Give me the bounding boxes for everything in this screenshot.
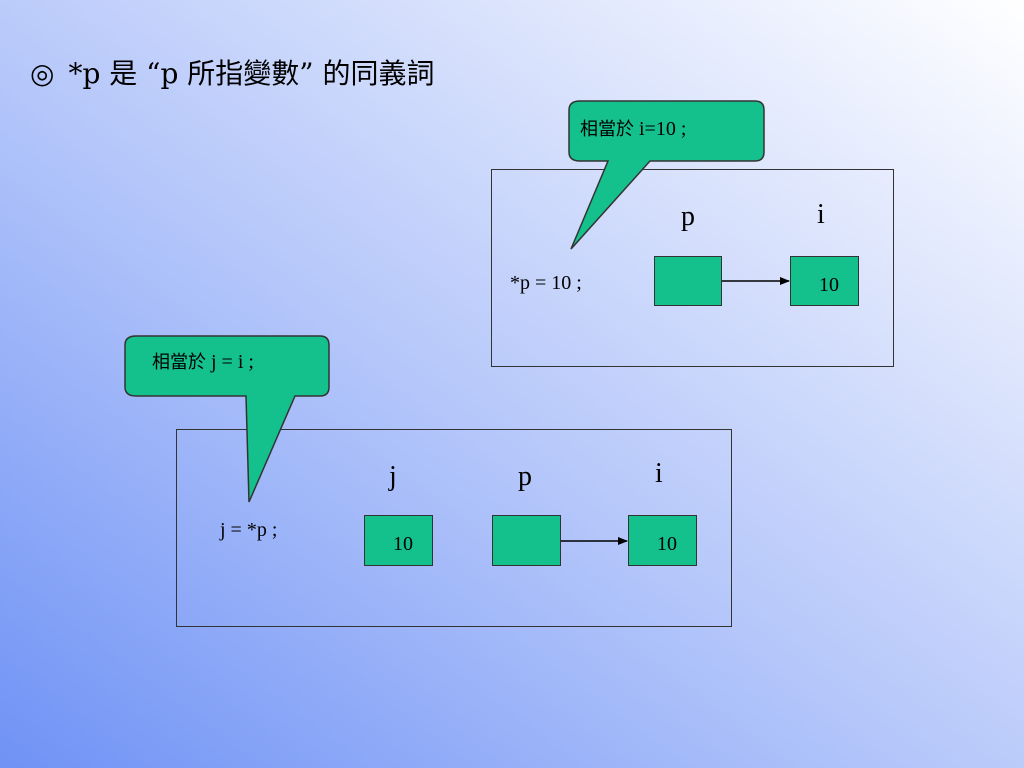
var-label-j-bottom: j (389, 461, 397, 492)
value-i-bottom: 10 (657, 533, 677, 555)
var-label-p-top: p (681, 201, 695, 232)
callout-bottom-code: j = i ; (206, 351, 254, 373)
bullet-icon: ◎ (30, 57, 55, 90)
variable-box-i-bottom: 10 (628, 515, 697, 566)
callout-top-cjk: 相當於 (580, 119, 634, 140)
variable-box-j-bottom: 10 (364, 515, 433, 566)
var-label-i-top: i (817, 199, 825, 230)
example-panel-bottom (176, 429, 732, 627)
callout-top-text: 相當於 i=10 ; (580, 117, 686, 142)
value-j-bottom: 10 (393, 533, 413, 555)
value-i-top: 10 (819, 274, 839, 296)
callout-bottom-shape (124, 335, 330, 503)
callout-top-code: i=10 ; (634, 118, 687, 140)
var-label-p-bottom: p (518, 461, 532, 492)
variable-box-p-top (654, 256, 722, 306)
statement-top: *p = 10 ; (510, 272, 582, 294)
variable-box-p-bottom (492, 515, 561, 566)
variable-box-i-top: 10 (790, 256, 859, 306)
slide-title: ◎ *p 是 “p 所指變數” 的同義詞 (30, 56, 435, 92)
callout-bottom-cjk: 相當於 (152, 352, 206, 373)
slide-title-text: *p 是 “p 所指變數” 的同義詞 (68, 57, 435, 90)
example-panel-top (491, 169, 894, 367)
callout-top-shape (568, 100, 765, 250)
statement-bottom: j = *p ; (220, 519, 278, 541)
var-label-i-bottom: i (655, 458, 663, 489)
callout-bottom-text: 相當於 j = i ; (152, 350, 254, 375)
